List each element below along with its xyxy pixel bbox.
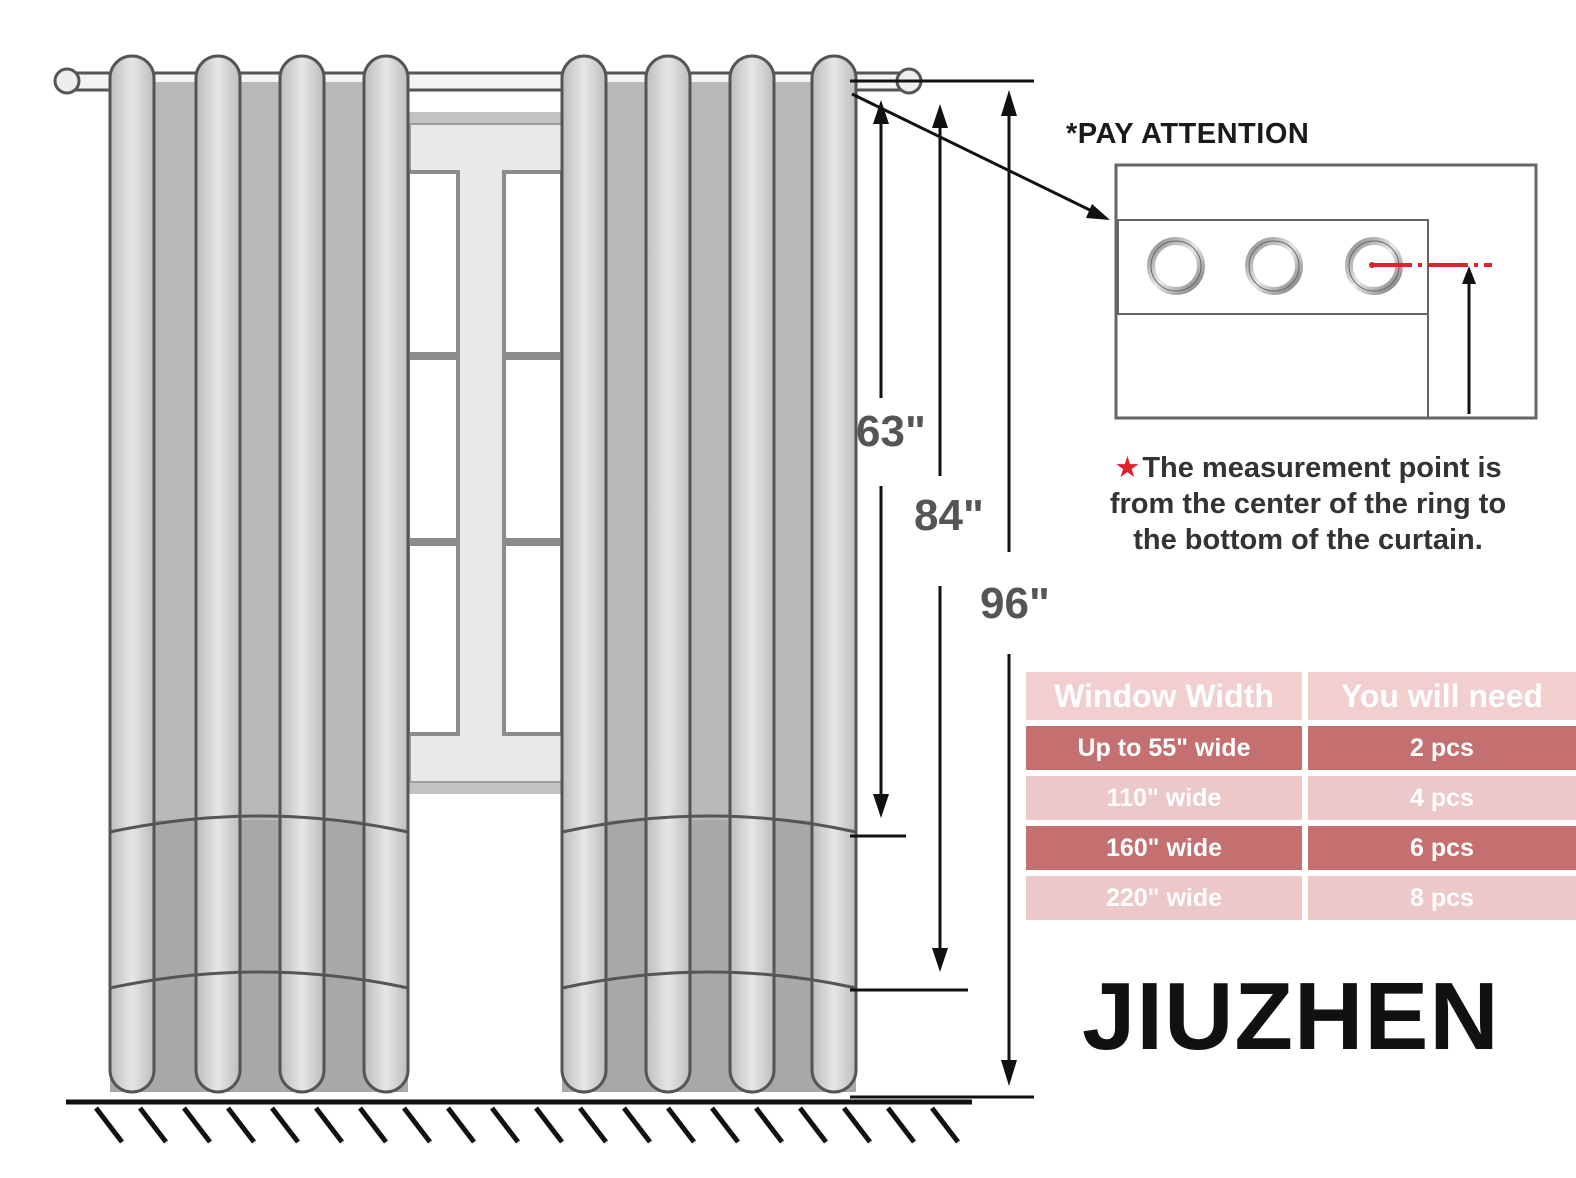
floor [66, 1099, 972, 1144]
pay-attention-title: *PAY ATTENTION [1066, 118, 1310, 150]
table-cell-width: 220" wide [1026, 876, 1302, 920]
table-row: 160" wide 6 pcs [1026, 826, 1576, 870]
brand-logo: JIUZHEN [1082, 963, 1500, 1070]
table-cell-width: Up to 55" wide [1026, 726, 1302, 770]
table-row: 110" wide 4 pcs [1026, 776, 1576, 820]
table-row: 220" wide 8 pcs [1026, 876, 1576, 920]
dimension-84: 84" [914, 491, 984, 540]
table-cell-need: 4 pcs [1308, 776, 1576, 820]
table-header-you-will-need: You will need [1308, 672, 1576, 720]
table-cell-need: 2 pcs [1308, 726, 1576, 770]
callout-pointer [851, 92, 1110, 220]
table-cell-need: 8 pcs [1308, 876, 1576, 920]
table-header-row: Window Width You will need [1026, 672, 1576, 720]
table-header-window-width: Window Width [1026, 672, 1302, 720]
measurement-note-text: The measurement point is from the center… [1109, 452, 1507, 556]
dimension-lines [850, 79, 1034, 1099]
size-table: Window Width You will need Up to 55" wid… [1026, 672, 1576, 926]
curtain-panel-right [560, 54, 858, 1094]
grommet-ring-icon [1147, 237, 1205, 295]
star-icon: ★ [1114, 452, 1141, 484]
grommet-detail-inset [1114, 163, 1538, 420]
table-cell-width: 160" wide [1026, 826, 1302, 870]
grommet-ring-icon [1245, 237, 1303, 295]
table-row: Up to 55" wide 2 pcs [1026, 726, 1576, 770]
dimension-63: 63" [856, 407, 926, 456]
dimension-96: 96" [980, 579, 1050, 628]
measurement-marker [1369, 262, 1492, 414]
curtain-panel-left [108, 54, 410, 1094]
measurement-note: ★The measurement point is from the cente… [1098, 450, 1518, 558]
table-cell-need: 6 pcs [1308, 826, 1576, 870]
window [396, 112, 576, 794]
table-cell-width: 110" wide [1026, 776, 1302, 820]
